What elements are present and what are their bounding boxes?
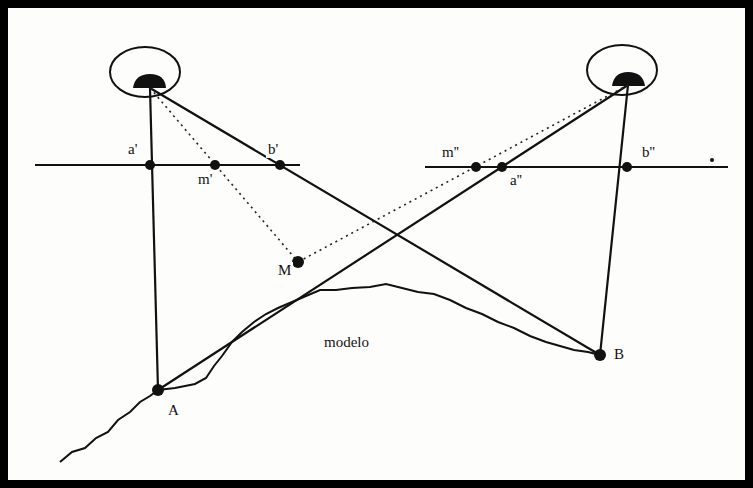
image-point: b'' (640, 144, 657, 161)
image-point: a' (126, 141, 139, 158)
image-point: b' (266, 141, 280, 158)
image-point: a'' (508, 172, 524, 189)
terrain-point: B (612, 346, 626, 363)
image-point: m'' (440, 144, 461, 161)
terrain-point: A (166, 402, 181, 419)
model-label: modelo (322, 334, 371, 351)
image-point: m' (196, 171, 214, 188)
model-point: M (276, 262, 293, 279)
